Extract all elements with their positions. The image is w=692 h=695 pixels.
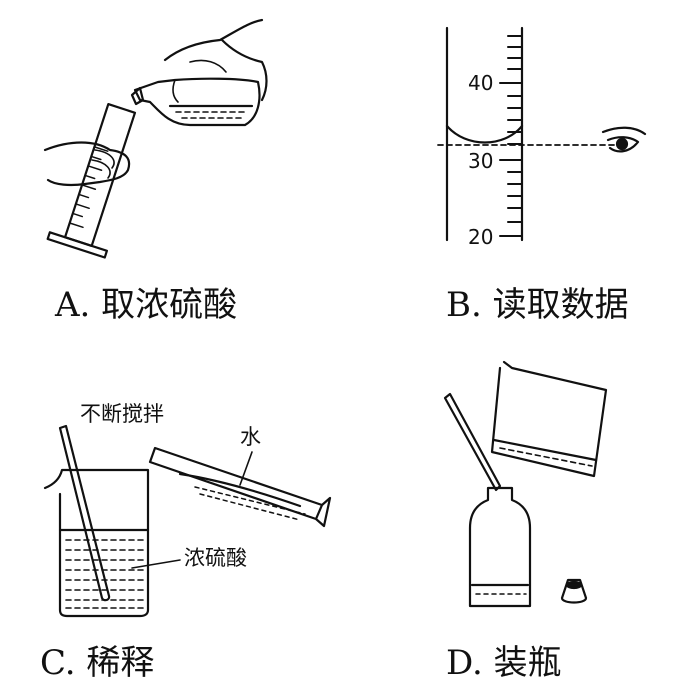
- tick-label-30: 30: [468, 150, 493, 172]
- caption-b: B. 读取数据: [446, 285, 629, 325]
- stir-label: 不断搅拌: [80, 402, 164, 426]
- caption-a: A. 取浓硫酸: [55, 285, 237, 325]
- glass-rod: [60, 426, 109, 600]
- glass-rod: [445, 394, 500, 490]
- holding-hand: [45, 143, 129, 185]
- reagent-bottle: [470, 488, 530, 606]
- tick-label-40: 40: [468, 72, 493, 94]
- pouring-hand: [165, 20, 267, 100]
- panel-b-reading-illustration: [438, 28, 645, 240]
- caption-d: D. 装瓶: [446, 643, 562, 683]
- panel-a-pouring-illustration: [45, 20, 267, 258]
- eye-icon: [603, 128, 645, 152]
- panel-c-dilution-illustration: [45, 426, 330, 616]
- tick-label-20: 20: [468, 226, 493, 248]
- water-label: 水: [240, 425, 261, 449]
- panel-d-bottling-illustration: [445, 362, 606, 606]
- caption-c: C. 稀释: [40, 643, 154, 683]
- acid-label: 浓硫酸: [184, 546, 247, 570]
- tilted-cylinder: [150, 448, 330, 526]
- meniscus: [447, 126, 522, 143]
- graduated-cylinder: [48, 99, 150, 257]
